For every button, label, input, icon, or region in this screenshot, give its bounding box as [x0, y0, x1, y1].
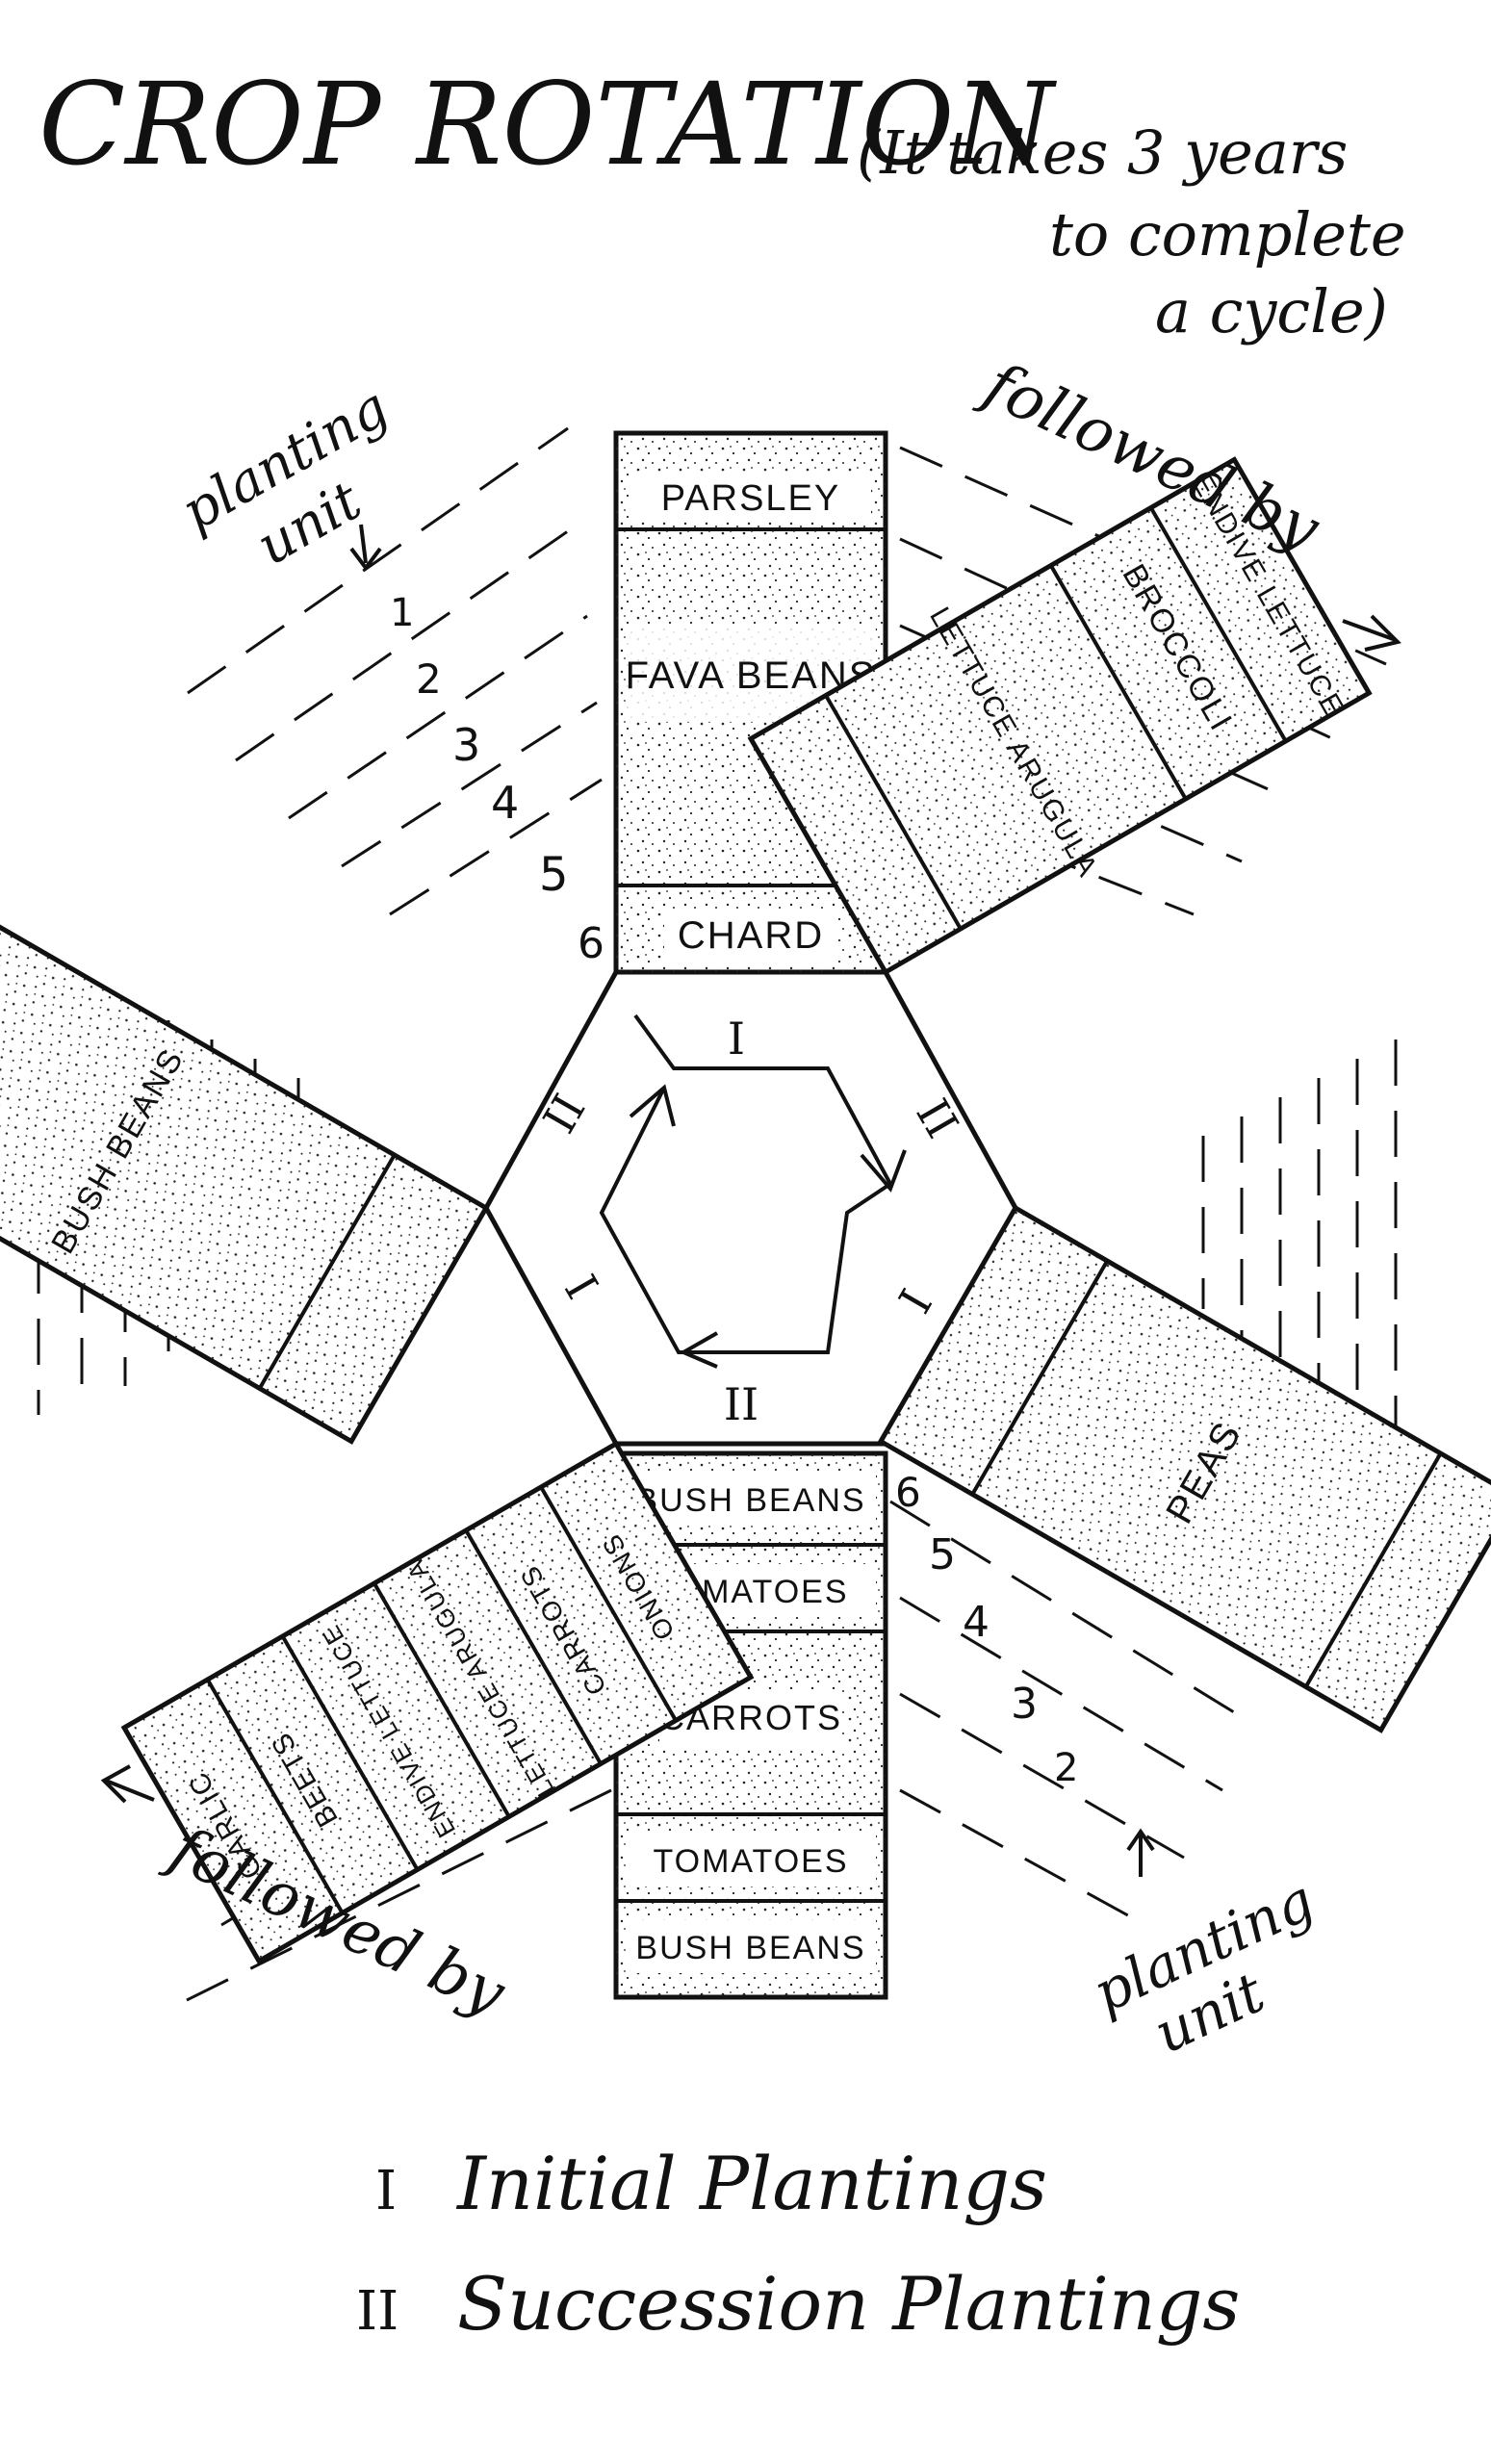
center-segment-upper-right: II	[906, 1091, 968, 1146]
bed-top-chard: CHARD	[678, 914, 824, 957]
legend: I Initial Plantings II Succession Planti…	[356, 2141, 1240, 2347]
unit-numbers-lower: 6 5 4 3 2	[895, 1469, 1078, 1790]
center-segment-top: I	[728, 1013, 745, 1065]
diagram-title: CROP ROTATION	[39, 58, 1057, 191]
unit-number-lower-2: 2	[1054, 1746, 1078, 1790]
center-segment-lower-left: I	[554, 1267, 608, 1308]
center-segment-lower-right: I	[888, 1281, 942, 1322]
unit-number-2: 2	[416, 655, 442, 703]
bed-top-parsley: PARSLEY	[661, 478, 840, 519]
planting-unit-bottom-arrowhead	[1126, 1828, 1155, 1852]
unit-number-1: 1	[390, 591, 414, 635]
arrow-head-right	[860, 1149, 907, 1193]
unit-number-lower-4: 4	[963, 1598, 990, 1647]
unit-number-lower-6: 6	[895, 1469, 921, 1516]
arrow-head-left	[629, 1084, 676, 1127]
unit-number-lower-5: 5	[929, 1530, 956, 1579]
bed-lower-left: GARLIC BEETS ENDIVE LETTUCE LETTUCE ARUG…	[120, 1440, 755, 1964]
followed-by-top-arrowhead	[1364, 614, 1401, 652]
subtitle-line-2: to complete	[1049, 199, 1406, 270]
bed-upper-right: ENDIVE LETTUCE BROCCOLI LETTUCE ARUGULA	[747, 456, 1373, 976]
subtitle-line-1: (It takes 3 years	[857, 117, 1348, 188]
annotation-planting-unit-top: planting unit	[171, 376, 398, 578]
bed-bottom-tomatoes-2: TOMATOES	[653, 1843, 848, 1880]
followed-by-bottom-arrowhead	[100, 1764, 131, 1804]
bed-lower-right: PEAS	[877, 1204, 1491, 1733]
bed-upper-left: BUSH BEANS	[0, 915, 490, 1445]
unit-number-4: 4	[491, 777, 519, 829]
bed-bottom-bush-beans-1: BUSH BEANS	[635, 1482, 865, 1519]
unit-number-5: 5	[539, 848, 569, 902]
unit-number-6: 6	[578, 919, 604, 968]
rotation-path	[599, 1014, 893, 1354]
bed-bottom: BUSH BEANS TOMATOES CARROTS TOMATOES BUS…	[613, 1450, 888, 2000]
legend-label-succession: Succession Plantings	[457, 2261, 1240, 2347]
unit-number-lower-3: 3	[1011, 1680, 1038, 1729]
unit-numbers-upper: 1 2 3 4 5 6	[390, 591, 604, 968]
unit-number-3: 3	[452, 719, 480, 771]
center-segment-bottom: II	[724, 1378, 758, 1430]
annotation-planting-unit-bottom: planting unit	[1083, 1867, 1324, 2066]
center-segment-upper-left: II	[533, 1086, 596, 1142]
subtitle-line-3: a cycle)	[1155, 276, 1388, 346]
bed-bottom-bush-beans-2: BUSH BEANS	[635, 1930, 865, 1966]
followed-by-top-arrow	[1342, 619, 1397, 642]
legend-label-initial: Initial Plantings	[455, 2141, 1047, 2226]
planting-unit-top-arrowhead	[349, 547, 382, 572]
planting-unit-top-arrow	[359, 524, 368, 564]
followed-by-bottom-arrow	[105, 1779, 155, 1802]
arrow-head-bottom	[679, 1331, 718, 1369]
legend-symbol-succession: II	[356, 2280, 398, 2343]
legend-symbol-initial: I	[375, 2160, 397, 2222]
